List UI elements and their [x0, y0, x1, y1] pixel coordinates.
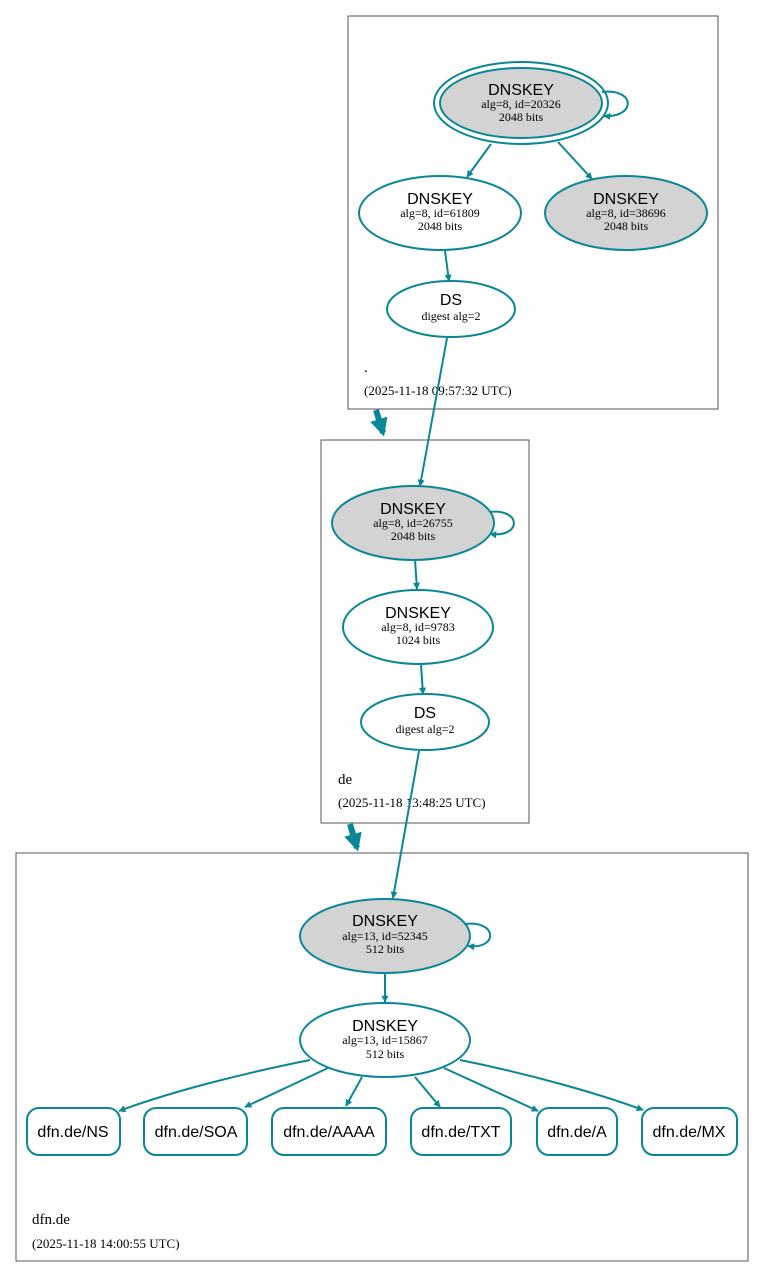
rrset-soa: dfn.de/SOA — [143, 1107, 248, 1156]
rrset-soa-shape — [143, 1107, 248, 1156]
delegation-arrow-root-de — [370, 409, 388, 437]
rrset-mx-shape — [641, 1107, 738, 1156]
edge-root-ds-de-ksk — [417, 337, 448, 487]
edge-de-ksk-self — [488, 510, 515, 539]
node-de-ds-shape — [360, 693, 490, 751]
node-de-ksk-title: DNSKEY — [380, 501, 446, 518]
node-root-ksk-shape — [439, 67, 603, 139]
node-root-ds: DS digest alg=2 — [386, 280, 516, 338]
rrset-ns-shape — [26, 1107, 121, 1156]
node-de-ds-title: DS — [414, 705, 436, 722]
node-root-key3-title: DNSKEY — [593, 191, 659, 208]
rrset-a-shape — [536, 1107, 618, 1156]
edge-de-ksk-zsk — [413, 559, 421, 590]
node-de-ksk-line2: 2048 bits — [391, 529, 436, 543]
node-root-ds-shape — [386, 280, 516, 338]
node-dfn-ksk: DNSKEY alg=13, id=52345 512 bits — [299, 898, 471, 974]
edges — [118, 90, 644, 1113]
node-root-ksk: DNSKEY alg=8, id=20326 2048 bits — [433, 61, 609, 145]
node-dfn-zsk-shape — [299, 1002, 471, 1078]
rrset-mx: dfn.de/MX — [641, 1107, 738, 1156]
node-de-ksk-shape — [331, 485, 495, 561]
node-de-ksk-line1: alg=8, id=26755 — [373, 516, 453, 530]
edge-root-ksk-key3 — [557, 141, 593, 180]
zone-root-name: . — [364, 360, 368, 376]
edge-dfn-zsk-a — [443, 1067, 539, 1112]
rrset-ns: dfn.de/NS — [26, 1107, 121, 1156]
node-dfn-zsk: DNSKEY alg=13, id=15867 512 bits — [299, 1002, 471, 1078]
node-de-ds-line1: digest alg=2 — [395, 722, 454, 736]
edge-root-zsk-ds — [444, 250, 452, 282]
node-root-ds-line1: digest alg=2 — [421, 309, 480, 323]
node-dfn-ksk-shape — [299, 898, 471, 974]
node-root-key3-line2: 2048 bits — [604, 219, 649, 233]
node-root-zsk-line1: alg=8, id=61809 — [400, 206, 480, 220]
node-dfn-ksk-title: DNSKEY — [352, 913, 418, 930]
edge-dfn-ksk-self — [464, 922, 492, 951]
rrset-txt-label: dfn.de/TXT — [421, 1124, 500, 1141]
edge-de-zsk-ds — [419, 664, 427, 695]
rrset-aaaa-label: dfn.de/AAAA — [283, 1124, 375, 1141]
zone-de-timestamp: (2025-11-18 13:48:25 UTC) — [338, 795, 486, 810]
edge-dfn-zsk-soa — [244, 1067, 329, 1108]
node-de-zsk: DNSKEY alg=8, id=9783 1024 bits — [342, 589, 494, 665]
node-root-ksk-line1: alg=8, id=20326 — [481, 97, 561, 111]
rrset-aaaa: dfn.de/AAAA — [271, 1107, 387, 1156]
edge-dfn-zsk-aaaa — [345, 1076, 363, 1107]
rrset-a: dfn.de/A — [536, 1107, 618, 1156]
rrset-txt: dfn.de/TXT — [410, 1107, 512, 1156]
edge-root-ksk-self — [601, 90, 629, 120]
edge-root-ksk-zsk — [466, 143, 492, 178]
zone-dfn-timestamp: (2025-11-18 14:00:55 UTC) — [32, 1236, 180, 1251]
node-root-zsk-line2: 2048 bits — [418, 219, 463, 233]
node-root-ksk-title: DNSKEY — [488, 82, 554, 99]
node-root-key3-line1: alg=8, id=38696 — [586, 206, 666, 220]
node-root-key3: DNSKEY alg=8, id=38696 2048 bits — [544, 175, 708, 251]
node-root-ds-title: DS — [440, 292, 462, 309]
rrset-soa-label: dfn.de/SOA — [155, 1124, 238, 1141]
node-de-zsk-line1: alg=8, id=9783 — [381, 620, 455, 634]
node-dfn-zsk-line1: alg=13, id=15867 — [342, 1033, 428, 1047]
zone-de-name: de — [338, 772, 353, 788]
node-dfn-ksk-line2: 512 bits — [366, 942, 405, 956]
node-root-ksk-line2: 2048 bits — [499, 110, 544, 124]
node-de-ds: DS digest alg=2 — [360, 693, 490, 751]
edge-de-ds-dfn-ksk — [390, 750, 420, 899]
node-dfn-zsk-title: DNSKEY — [352, 1018, 418, 1035]
edge-dfn-zsk-txt — [414, 1076, 441, 1108]
node-de-zsk-line2: 1024 bits — [396, 633, 441, 647]
node-de-ksk: DNSKEY alg=8, id=26755 2048 bits — [331, 485, 495, 561]
node-root-zsk: DNSKEY alg=8, id=61809 2048 bits — [358, 175, 522, 251]
edge-dfn-zsk-mx — [459, 1059, 644, 1112]
node-root-zsk-shape — [358, 175, 522, 251]
node-dfn-ksk-line1: alg=13, id=52345 — [342, 929, 428, 943]
node-de-zsk-title: DNSKEY — [385, 605, 451, 622]
edge-dfn-zsk-ns — [118, 1059, 311, 1113]
rrset-ns-label: dfn.de/NS — [37, 1124, 108, 1141]
zone-dfn-name: dfn.de — [32, 1212, 70, 1228]
node-root-key3-shape — [544, 175, 708, 251]
node-de-zsk-shape — [342, 589, 494, 665]
node-dfn-zsk-line2: 512 bits — [366, 1047, 405, 1061]
node-root-zsk-title: DNSKEY — [407, 191, 473, 208]
rrset-aaaa-shape — [271, 1107, 387, 1156]
node-root-ksk-outer-ring — [433, 61, 609, 145]
rrset-mx-label: dfn.de/MX — [653, 1124, 726, 1141]
rrset-a-label: dfn.de/A — [547, 1124, 607, 1141]
rrset-txt-shape — [410, 1107, 512, 1156]
delegation-arrow-de-dfn — [344, 823, 362, 852]
